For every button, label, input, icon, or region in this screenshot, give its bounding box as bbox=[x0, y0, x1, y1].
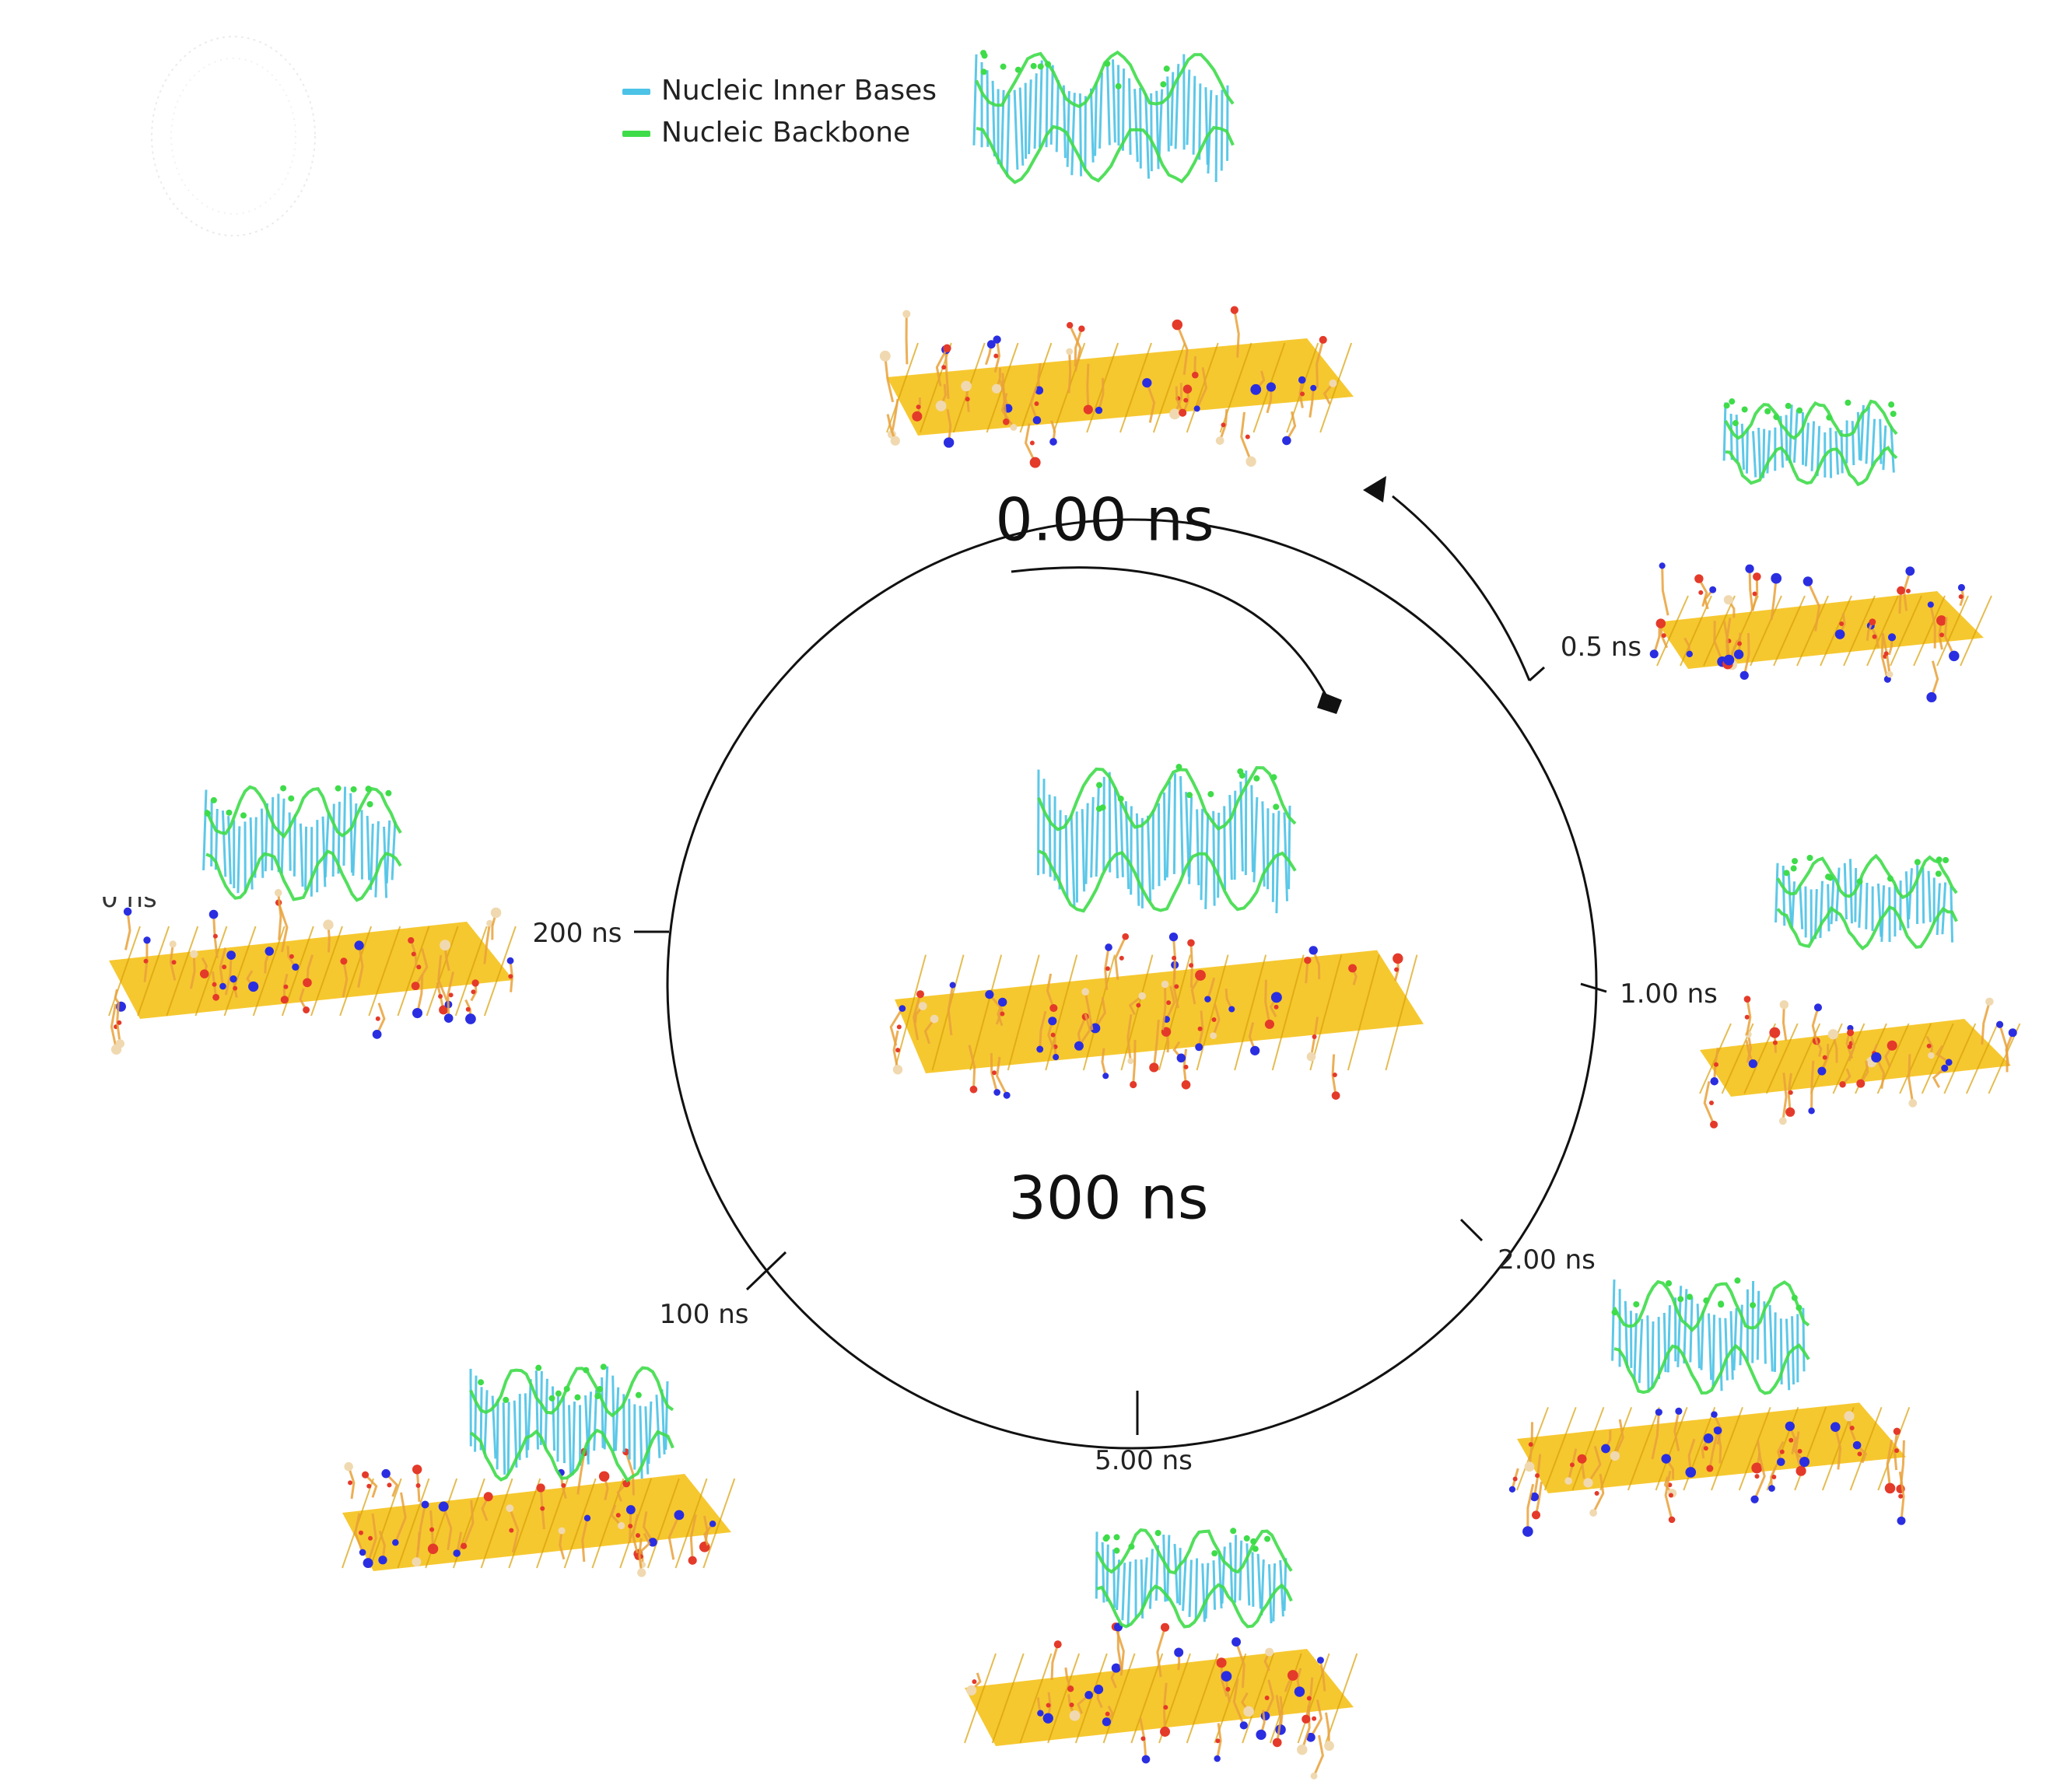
tick-0-5ns bbox=[1528, 666, 1546, 682]
legend-label-backbone: Nucleic Backbone bbox=[661, 117, 911, 149]
backbone-swatch bbox=[622, 131, 650, 137]
tick-label-200ns: 200 ns bbox=[532, 918, 622, 949]
tick-label-5ns: 5.00 ns bbox=[1095, 1445, 1193, 1476]
snapshot-300ns bbox=[889, 764, 1424, 1100]
diamond-marker-icon bbox=[1317, 692, 1342, 714]
tick-marks bbox=[634, 666, 1607, 1435]
legend-label-inner-bases: Nucleic Inner Bases bbox=[661, 75, 937, 107]
snapshot-200ns bbox=[108, 785, 517, 1055]
timeline-inner-arrow-arc bbox=[1011, 566, 1328, 697]
snapshot-0-5ns bbox=[1649, 398, 1992, 703]
cropped-time-label: 0 ns bbox=[101, 883, 157, 914]
tick-100ns bbox=[745, 1251, 787, 1291]
inner-bases-swatch bbox=[622, 89, 650, 95]
snapshot-dna-reference bbox=[972, 50, 1235, 184]
tick-label-2ns: 2.00 ns bbox=[1498, 1244, 1596, 1276]
start-time-label: 0.00 ns bbox=[995, 485, 1214, 555]
snapshot-0ns bbox=[879, 306, 1354, 468]
snapshot-5ns bbox=[964, 1528, 1358, 1780]
snapshot-1ns bbox=[1699, 853, 2021, 1129]
tick-label-100ns: 100 ns bbox=[659, 1299, 749, 1330]
timeline-outer-arc bbox=[1392, 495, 1531, 681]
faint-sphere-sketch bbox=[151, 36, 316, 236]
end-time-label: 300 ns bbox=[1008, 1163, 1209, 1233]
legend-item-inner-bases: Nucleic Inner Bases bbox=[622, 75, 937, 107]
tick-label-0-5ns: 0.5 ns bbox=[1560, 632, 1642, 663]
triangle-arrowhead-icon bbox=[1363, 476, 1386, 502]
timeline-inner-circle bbox=[666, 518, 1598, 1450]
tick-label-1ns: 1.00 ns bbox=[1620, 978, 1718, 1010]
legend-item-backbone: Nucleic Backbone bbox=[622, 117, 910, 149]
molecular-snapshots bbox=[108, 50, 2021, 1780]
snapshot-2ns bbox=[1508, 1277, 1911, 1537]
tick-2ns bbox=[1459, 1218, 1484, 1242]
tick-1ns bbox=[1580, 982, 1607, 993]
snapshot-100ns bbox=[342, 1363, 736, 1577]
